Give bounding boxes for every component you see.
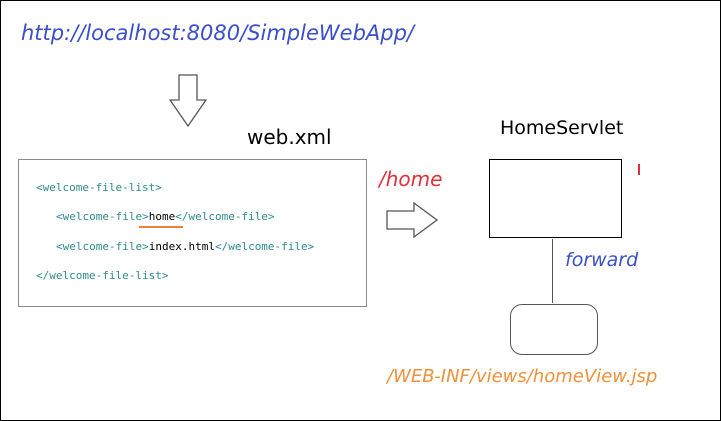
webxml-title: web.xml: [247, 125, 332, 149]
xml-tag-close: </welcome-file>: [214, 240, 315, 253]
xml-tag: <welcome-file-list>: [36, 181, 162, 194]
jsp-view-box: [510, 304, 598, 355]
xml-value-index: index.html: [148, 240, 215, 253]
home-highlight-underline: [139, 226, 183, 228]
webxml-code-box: <welcome-file-list> <welcome-file>home</…: [18, 159, 367, 307]
xml-line-welcome-file-list-open: <welcome-file-list>: [36, 182, 162, 193]
request-url: http://localhost:8080/SimpleWebApp/: [21, 21, 415, 45]
xml-tag: </welcome-file-list>: [36, 269, 169, 282]
xml-tag-close: </welcome-file>: [175, 210, 275, 223]
red-tick-mark: [638, 164, 640, 175]
xml-tag-open: <welcome-file>: [56, 210, 149, 223]
servlet-title: HomeServlet: [500, 117, 624, 139]
xml-value-home: home: [148, 210, 176, 223]
forward-label: forward: [565, 249, 639, 271]
right-arrow-icon: [386, 201, 439, 239]
home-servlet-box: [489, 159, 622, 238]
xml-tag-open: <welcome-file>: [56, 240, 149, 253]
jsp-path-label: /WEB-INF/views/homeView.jsp: [387, 366, 658, 387]
mapping-path-label: /home: [379, 167, 443, 191]
xml-line-welcome-file-list-close: </welcome-file-list>: [36, 270, 168, 281]
xml-line-welcome-file-home: <welcome-file>home</welcome-file>: [56, 211, 275, 222]
xml-line-welcome-file-index: <welcome-file>index.html</welcome-file>: [56, 241, 314, 252]
forward-connector-line: [552, 239, 553, 303]
down-arrow-icon: [168, 74, 208, 128]
